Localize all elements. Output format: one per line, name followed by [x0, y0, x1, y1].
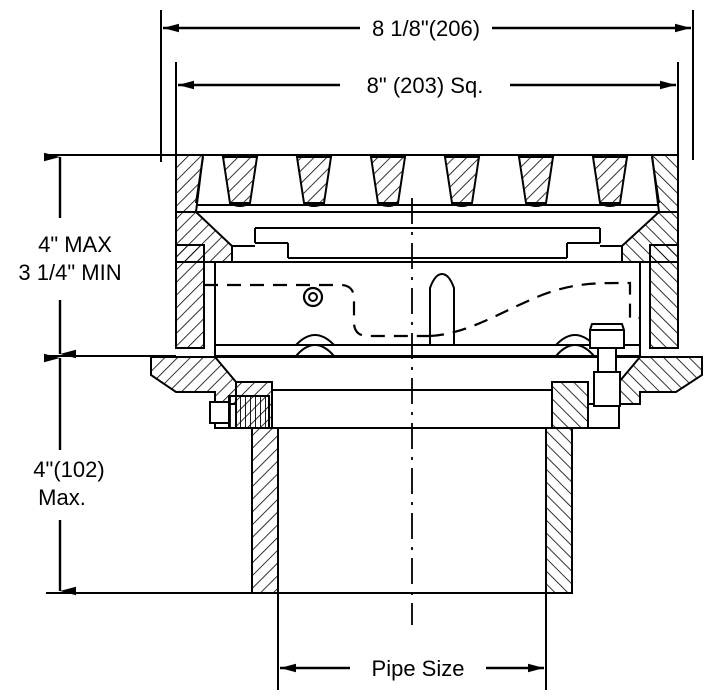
grate-assembly: [175, 154, 679, 213]
adjustable-collar: [175, 211, 679, 263]
top-height-dimension: 4" MAX 3 1/4" MIN: [18, 152, 122, 359]
hex-bolt: [589, 323, 625, 407]
drain-body: [175, 244, 679, 357]
grate-width-label: 8" (203) Sq.: [367, 73, 484, 98]
top-extension-lines: [160, 10, 694, 168]
bottom-height-dimension: 4"(102) Max.: [33, 353, 105, 596]
overall-width-label: 8 1/8"(206): [372, 16, 480, 41]
pipe-size-label: Pipe Size: [372, 656, 465, 681]
hub-shoulder: [214, 381, 620, 429]
overall-width-dimension: 8 1/8"(206): [163, 16, 691, 41]
grate-width-dimension: 8" (203) Sq.: [178, 73, 676, 98]
top-height-label-line2: 3 1/4" MIN: [18, 260, 121, 285]
top-height-label-line1: 4" MAX: [38, 232, 112, 257]
pipe-size-extension-lines: [277, 593, 547, 690]
pipe-size-dimension: Pipe Size: [280, 656, 544, 681]
set-screw: [302, 286, 324, 308]
threaded-side-plug: [209, 395, 270, 429]
bottom-height-label-line2: Max.: [38, 485, 86, 510]
bottom-height-label-line1: 4"(102): [33, 457, 104, 482]
dashed-weir-profile: [204, 283, 430, 338]
